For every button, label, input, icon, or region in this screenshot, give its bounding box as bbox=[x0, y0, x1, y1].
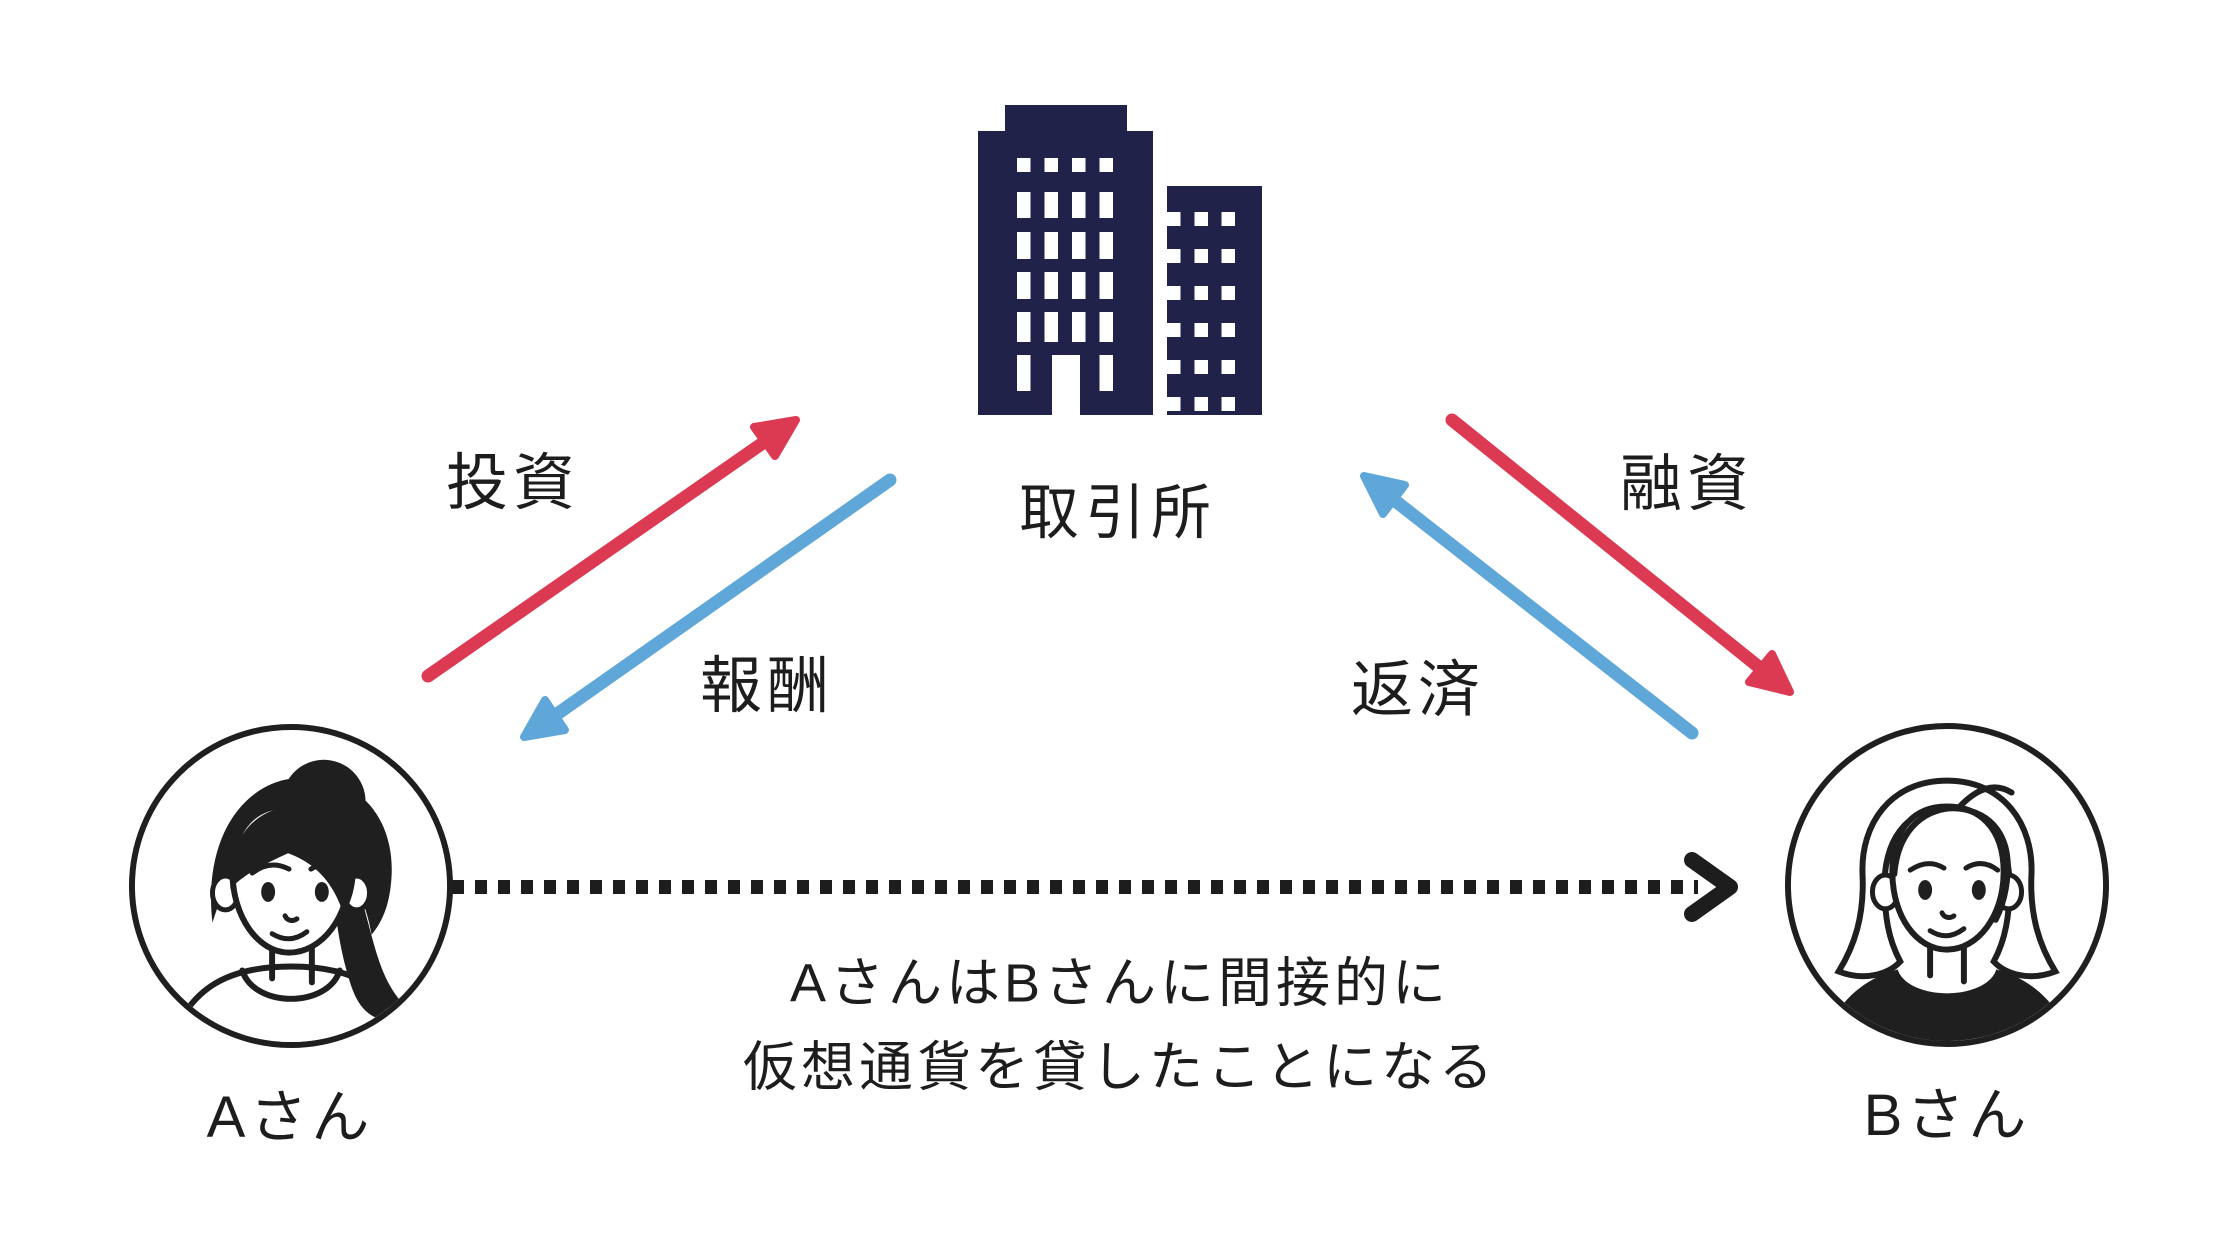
person-a-label: Aさん bbox=[206, 1085, 374, 1150]
indirect-lending-arrow bbox=[452, 852, 1738, 922]
person-b-avatar bbox=[1784, 722, 2110, 1048]
person-a-avatar bbox=[128, 723, 454, 1049]
building-windows-left bbox=[1017, 158, 1113, 416]
loan-arrow bbox=[1445, 413, 1794, 696]
exchange-building-icon bbox=[978, 105, 1262, 416]
repay-arrow bbox=[1360, 472, 1699, 740]
building-windows-right bbox=[1167, 212, 1235, 411]
repay-label: 返済 bbox=[1350, 656, 1486, 725]
building-door bbox=[1052, 355, 1080, 416]
caption-line-2: 仮想通貨を貸したことになる bbox=[743, 1037, 1497, 1098]
person-b-label: Bさん bbox=[1863, 1083, 2031, 1148]
invest-label: 投資 bbox=[445, 449, 581, 518]
caption-line-1: AさんはBさんに間接的に bbox=[789, 953, 1451, 1014]
invest-arrow bbox=[421, 416, 800, 683]
reward-arrow bbox=[520, 473, 897, 741]
reward-label: 報酬 bbox=[699, 652, 835, 721]
avatar-b-face bbox=[1889, 803, 2007, 953]
exchange-label: 取引所 bbox=[1019, 479, 1217, 547]
loan-label: 融資 bbox=[1619, 450, 1755, 519]
avatar-a-collar bbox=[239, 967, 343, 1002]
